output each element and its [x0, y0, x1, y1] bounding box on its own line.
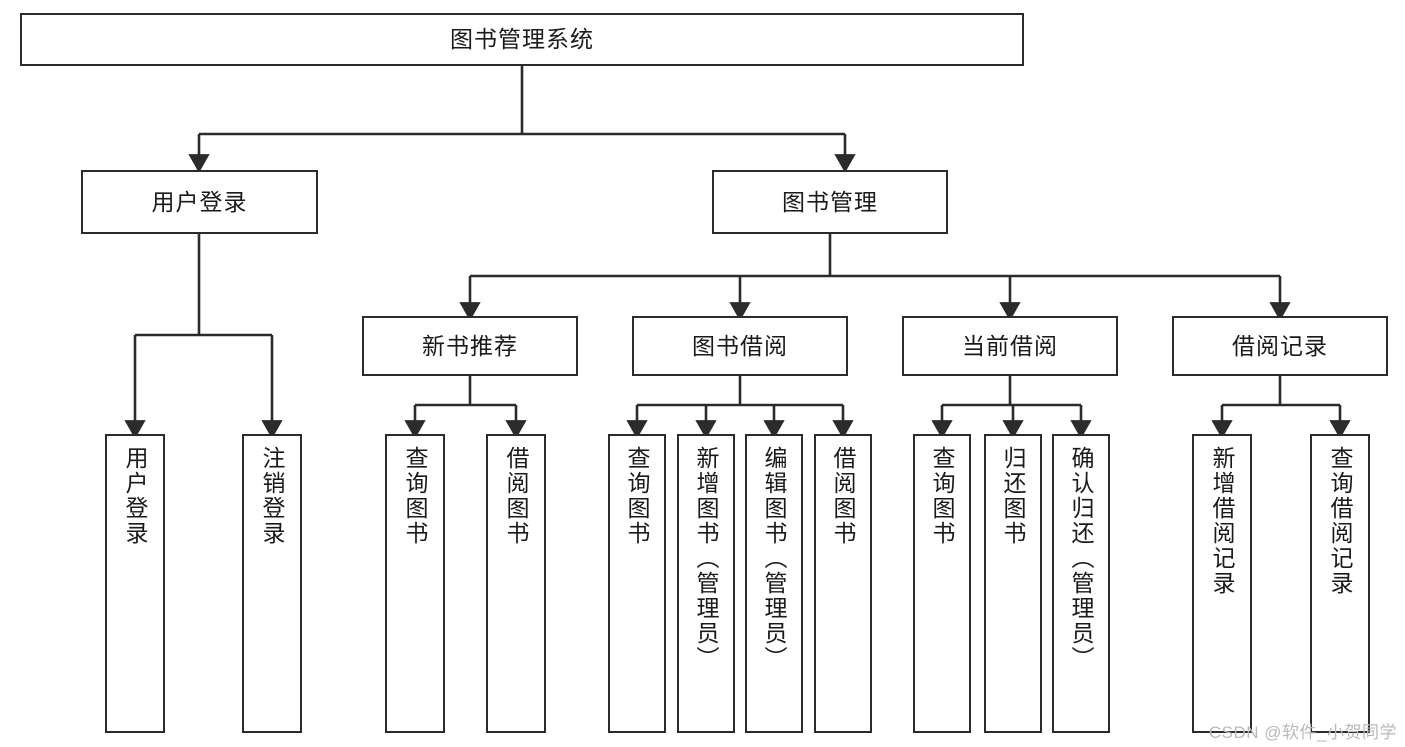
- node-leaf-edit-book-admin[interactable]: 编辑图书（管理员）: [745, 434, 803, 733]
- node-leaf-query-book-borrow[interactable]: 查询图书: [608, 434, 666, 733]
- node-leaf-user-login[interactable]: 用户登录: [105, 434, 165, 733]
- node-leaf-borrow-book-label: 借阅图书: [830, 446, 857, 546]
- node-leaf-query-borrow-record[interactable]: 查询借阅记录: [1310, 434, 1370, 733]
- edge-root-to-level2: [188, 66, 856, 173]
- node-leaf-borrow-book-recommend-label: 借阅图书: [503, 446, 530, 546]
- node-borrow-record[interactable]: 借阅记录: [1172, 316, 1388, 376]
- edge-book-manage-to-level3: [459, 234, 1291, 321]
- node-leaf-add-borrow-record-label: 新增借阅记录: [1209, 446, 1236, 596]
- node-new-book-recommend-label: 新书推荐: [422, 332, 518, 359]
- edge-current-borrow-to-leaves: [931, 376, 1092, 439]
- node-root[interactable]: 图书管理系统: [20, 13, 1024, 66]
- node-leaf-user-login-label: 用户登录: [122, 446, 149, 546]
- node-leaf-return-book[interactable]: 归还图书: [984, 434, 1042, 733]
- node-leaf-add-book-admin[interactable]: 新增图书（管理员）: [677, 434, 735, 733]
- node-leaf-add-borrow-record[interactable]: 新增借阅记录: [1192, 434, 1252, 733]
- node-leaf-query-book-current[interactable]: 查询图书: [913, 434, 971, 733]
- node-user-login-label: 用户登录: [151, 188, 248, 215]
- node-leaf-confirm-return-admin-label: 确认归还（管理员）: [1068, 446, 1095, 671]
- node-borrow-record-label: 借阅记录: [1232, 332, 1328, 359]
- node-current-borrow-label: 当前借阅: [962, 332, 1058, 359]
- node-book-borrow-label: 图书借阅: [692, 332, 788, 359]
- node-leaf-query-book-borrow-label: 查询图书: [624, 446, 651, 546]
- edge-user-login-to-leaves: [124, 234, 283, 439]
- edge-borrow-record-to-leaves: [1211, 376, 1351, 439]
- edge-book-borrow-to-leaves: [626, 376, 854, 439]
- node-leaf-borrow-book-recommend[interactable]: 借阅图书: [486, 434, 546, 733]
- node-current-borrow[interactable]: 当前借阅: [902, 316, 1118, 376]
- node-book-manage-label: 图书管理: [782, 188, 878, 215]
- node-leaf-query-borrow-record-label: 查询借阅记录: [1327, 446, 1354, 596]
- node-leaf-query-book-current-label: 查询图书: [929, 446, 956, 546]
- node-leaf-user-logout[interactable]: 注销登录: [242, 434, 302, 733]
- node-book-borrow[interactable]: 图书借阅: [632, 316, 848, 376]
- node-new-book-recommend[interactable]: 新书推荐: [362, 316, 578, 376]
- node-user-login[interactable]: 用户登录: [81, 170, 318, 234]
- node-leaf-confirm-return-admin[interactable]: 确认归还（管理员）: [1052, 434, 1110, 733]
- node-leaf-borrow-book[interactable]: 借阅图书: [814, 434, 872, 733]
- node-book-manage[interactable]: 图书管理: [712, 170, 948, 234]
- node-leaf-query-book-recommend[interactable]: 查询图书: [385, 434, 445, 733]
- edge-new-book-rec-to-leaves: [404, 376, 527, 439]
- node-root-label: 图书管理系统: [450, 26, 594, 53]
- node-leaf-user-logout-label: 注销登录: [259, 446, 286, 546]
- node-leaf-query-book-recommend-label: 查询图书: [402, 446, 429, 546]
- node-leaf-add-book-admin-label: 新增图书（管理员）: [693, 446, 720, 671]
- node-leaf-return-book-label: 归还图书: [1000, 446, 1027, 546]
- node-leaf-edit-book-admin-label: 编辑图书（管理员）: [761, 446, 788, 671]
